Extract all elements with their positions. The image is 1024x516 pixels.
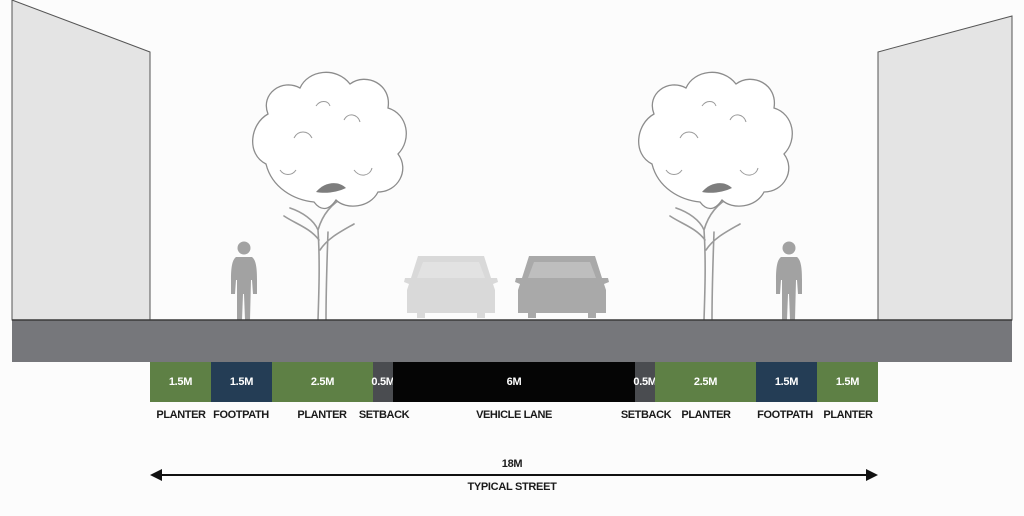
total-width-value: 18M — [501, 458, 523, 470]
dimension-arrow — [150, 469, 878, 481]
segment-planter-wide-left: 2.5M — [272, 362, 373, 402]
car-right-icon — [515, 256, 609, 318]
total-width-label: TYPICAL STREET — [467, 481, 557, 493]
segment-footpath-left: 1.5M — [211, 362, 272, 402]
segment-planter-right: 1.5M — [817, 362, 878, 402]
tree-left-icon — [251, 71, 408, 321]
segment-planter-wide-right: 2.5M — [655, 362, 756, 402]
tree-right-icon — [637, 71, 794, 321]
label-planter-wide-left: PLANTER — [297, 409, 347, 421]
segment-footpath-right: 1.5M — [756, 362, 817, 402]
label-planter-wide-right: PLANTER — [681, 409, 731, 421]
building-right-icon — [877, 15, 1013, 321]
car-left-icon — [404, 256, 498, 318]
label-vehicle-lane: VEHICLE LANE — [476, 409, 552, 421]
ground-slab — [12, 320, 1012, 362]
label-footpath-left: FOOTPATH — [213, 409, 269, 421]
building-left-icon — [11, 0, 151, 321]
label-footpath-right: FOOTPATH — [757, 409, 813, 421]
segment-setback-left: 0.5M — [371, 362, 395, 402]
label-planter-left: PLANTER — [156, 409, 206, 421]
segment-setback-right: 0.5M — [633, 362, 657, 402]
person-right-icon — [776, 241, 802, 320]
label-planter-right: PLANTER — [823, 409, 873, 421]
person-left-icon — [231, 241, 257, 320]
segment-vehicle-lane: 6M — [393, 362, 635, 402]
segment-planter-left: 1.5M — [150, 362, 211, 402]
label-setback-right: SETBACK — [620, 409, 672, 421]
label-setback-left: SETBACK — [358, 409, 410, 421]
